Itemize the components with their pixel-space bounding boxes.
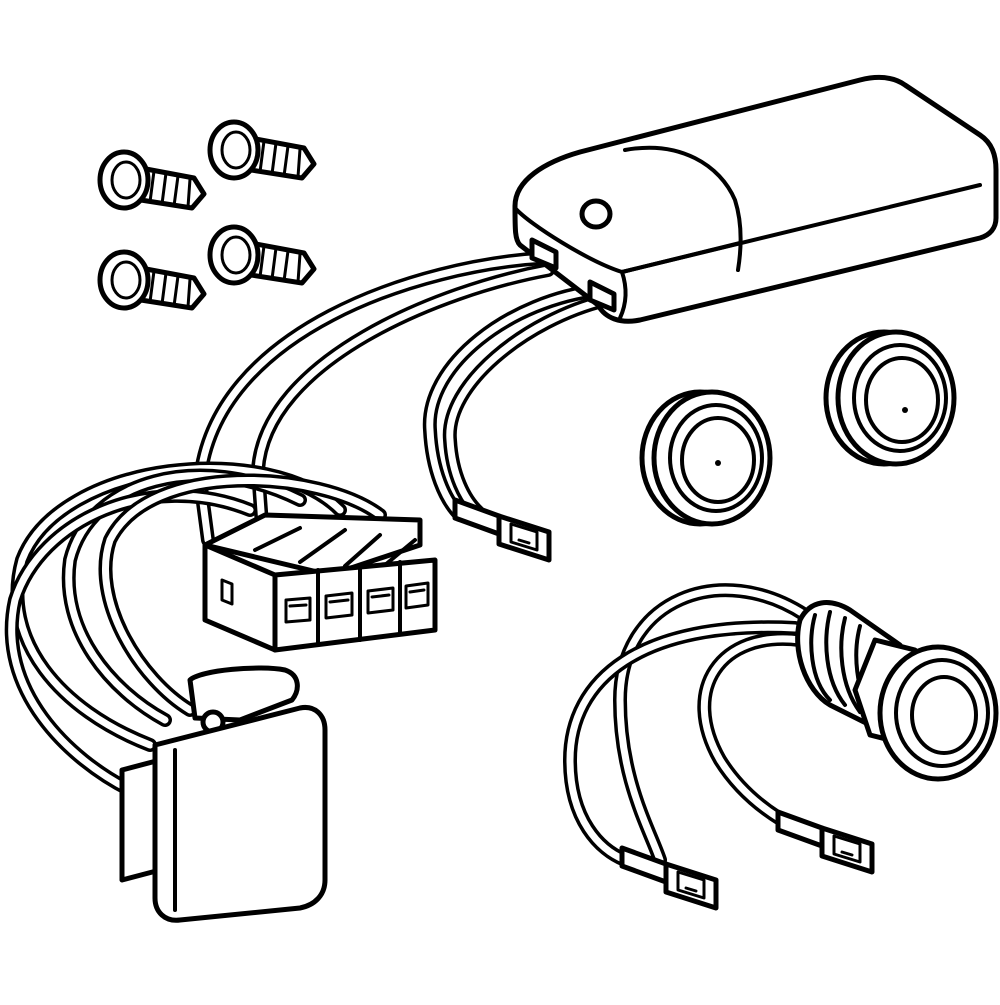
push-button-cap-1 bbox=[639, 389, 773, 527]
harness-wires bbox=[4, 251, 613, 797]
screw-1 bbox=[100, 152, 204, 208]
push-button-cap-2 bbox=[823, 329, 957, 467]
two-pin-connector-2 bbox=[622, 848, 716, 908]
screw-2 bbox=[210, 122, 314, 178]
screw-4 bbox=[210, 227, 314, 283]
two-pin-connector-1 bbox=[455, 500, 549, 560]
wiring-harness-4-way-connector bbox=[202, 512, 438, 653]
screw-3 bbox=[100, 252, 204, 308]
push-button-caps bbox=[639, 329, 957, 527]
control-unit bbox=[512, 75, 999, 324]
illuminated-push-button bbox=[562, 583, 999, 867]
two-pin-connector-3 bbox=[778, 812, 872, 872]
solenoid-valve-housing bbox=[119, 665, 328, 923]
screws bbox=[100, 122, 314, 308]
control-unit-led bbox=[579, 198, 613, 230]
